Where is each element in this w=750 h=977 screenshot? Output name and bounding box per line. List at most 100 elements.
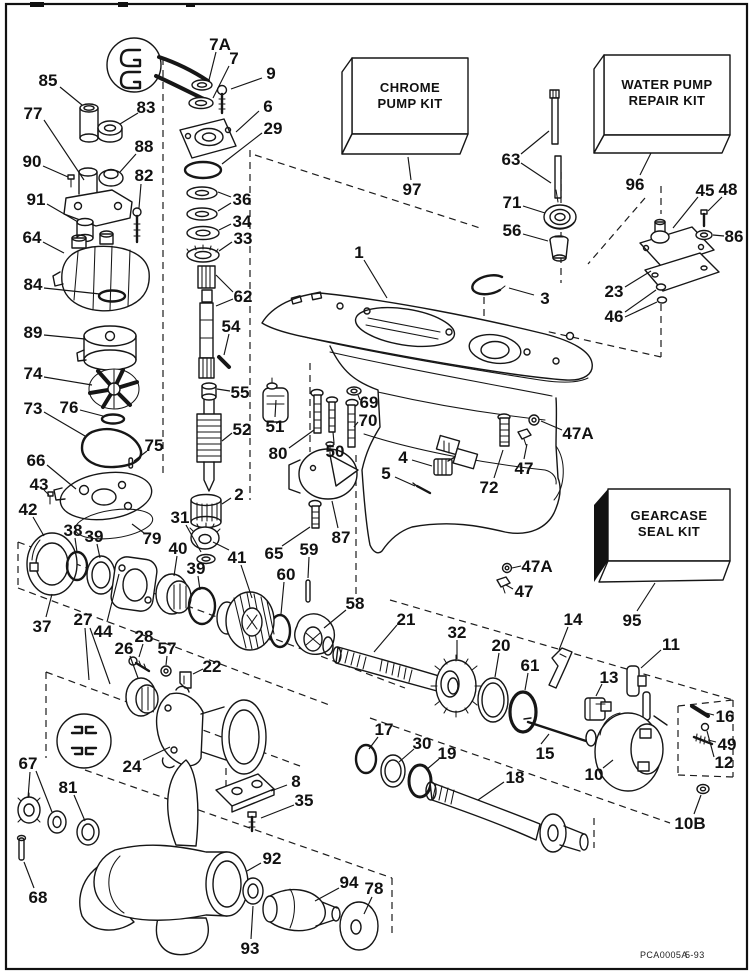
leader-97-78 (407, 156, 412, 181)
callout-8-70: 8 (291, 772, 300, 791)
leader-41-35 (212, 541, 230, 551)
leader-33-15 (218, 241, 233, 252)
part-74-impeller (88, 368, 140, 410)
leader-92-72 (246, 862, 262, 872)
kit-box-water-pump (593, 54, 731, 154)
part-12-ball (700, 722, 710, 732)
leader-94-74 (314, 887, 340, 902)
gearcase-kit-label-line1: GEARCASE (631, 508, 708, 523)
callout-4-93: 4 (398, 448, 408, 467)
callout-45-83: 45 (696, 181, 715, 200)
gearcase-kit-label-line2: SEAL KIT (638, 524, 700, 539)
leader-6-5 (235, 110, 260, 133)
part-47-lower-anode-screw (496, 576, 511, 594)
callout-63-80: 63 (502, 150, 521, 169)
leader-69-89 (357, 394, 361, 401)
callout-61-52: 61 (521, 656, 540, 675)
leader-82-10 (138, 183, 142, 209)
part-76-oring (100, 413, 126, 425)
part-66-plate (53, 471, 153, 521)
leader-57-42 (165, 655, 168, 666)
leader-47-99 (505, 584, 514, 590)
part-40-bearing (155, 573, 192, 615)
part-13-clutch-block (584, 697, 612, 721)
callout-73-22: 73 (24, 399, 43, 418)
part-48-screw (700, 209, 708, 228)
callout-2-28: 2 (234, 485, 243, 504)
leader-67-67 (35, 770, 53, 813)
leader-64-14 (42, 241, 65, 254)
part-65-screw (308, 499, 322, 529)
callout-47-97: 47 (515, 459, 534, 478)
callout-14-53: 14 (564, 610, 583, 629)
chrome-kit-label-line2: PUMP KIT (377, 96, 442, 111)
scan-artifacts (30, 2, 195, 7)
callout-20-51: 20 (492, 636, 511, 655)
leader-23-86 (624, 270, 652, 288)
callout-76-23: 76 (60, 398, 79, 417)
brand-mark-circle (56, 713, 112, 769)
callout-10-60: 10 (585, 765, 604, 784)
callout-92-72: 92 (263, 849, 282, 868)
part-7-washer (188, 96, 214, 110)
part-90-screw (67, 174, 75, 188)
part-18-prop-shaft (425, 781, 589, 853)
leader-1-76 (363, 259, 388, 299)
callout-77-6: 77 (24, 104, 43, 123)
part-57-washer (160, 665, 172, 677)
part-30-ring (380, 754, 406, 788)
callout-68-69: 68 (29, 888, 48, 907)
leader-18-65 (477, 781, 505, 801)
callout-50-92: 50 (326, 442, 345, 461)
callout-84-16: 84 (24, 275, 43, 294)
part-46-seals (655, 283, 668, 304)
part-9-screw (216, 84, 228, 115)
callout-22-43: 22 (203, 657, 222, 676)
callout-29-7: 29 (264, 119, 283, 138)
part-73-gasket (80, 427, 143, 469)
part-2-bearing (190, 493, 222, 529)
callout-79-33: 79 (143, 529, 162, 548)
part-45-impeller-housing (639, 218, 715, 268)
leader-88-8 (119, 153, 137, 173)
part-21-gear-shaft (332, 646, 453, 695)
part-93-bushing (242, 877, 264, 905)
callout-16-56: 16 (716, 707, 735, 726)
callout-62-17: 62 (234, 287, 253, 306)
leader-30-63 (398, 748, 415, 763)
leader-10-60 (602, 759, 614, 769)
part-58-clutch-dog (294, 613, 336, 656)
leader-67-67 (27, 771, 31, 799)
leader-59-45 (307, 556, 310, 579)
callout-56-82: 56 (503, 221, 522, 240)
part-23-plate (644, 252, 720, 292)
callout-30-63: 30 (413, 734, 432, 753)
callout-97-78: 97 (403, 180, 422, 199)
leader-2-28 (221, 497, 232, 505)
callout-65-44: 65 (265, 544, 284, 563)
part-44-retainer (110, 556, 158, 612)
leader-68-69 (23, 861, 35, 889)
leader-12-58 (706, 730, 715, 758)
leader-43-27 (43, 489, 50, 496)
callout-39-36: 39 (187, 559, 206, 578)
leader-26-41 (129, 655, 139, 679)
part-80-screw (310, 388, 324, 434)
chrome-kit-label-line1: CHROME (380, 80, 440, 95)
leader-79-33 (131, 523, 145, 534)
part-85-sleeve (79, 103, 99, 143)
part-5-screw (412, 482, 432, 495)
callout-19-64: 19 (438, 744, 457, 763)
part-19-ring (407, 763, 433, 799)
part-63-rods (549, 89, 562, 203)
callout-54-19: 54 (222, 317, 241, 336)
callout-43-27: 43 (30, 475, 49, 494)
leader-42-29 (32, 516, 45, 537)
leader-24-66 (142, 746, 171, 761)
leader-14-53 (558, 626, 569, 651)
part-77-88-housing (63, 167, 133, 227)
leader-16-56 (705, 712, 715, 716)
page-border (4, 2, 749, 971)
part-41-forward-gear (216, 591, 275, 651)
